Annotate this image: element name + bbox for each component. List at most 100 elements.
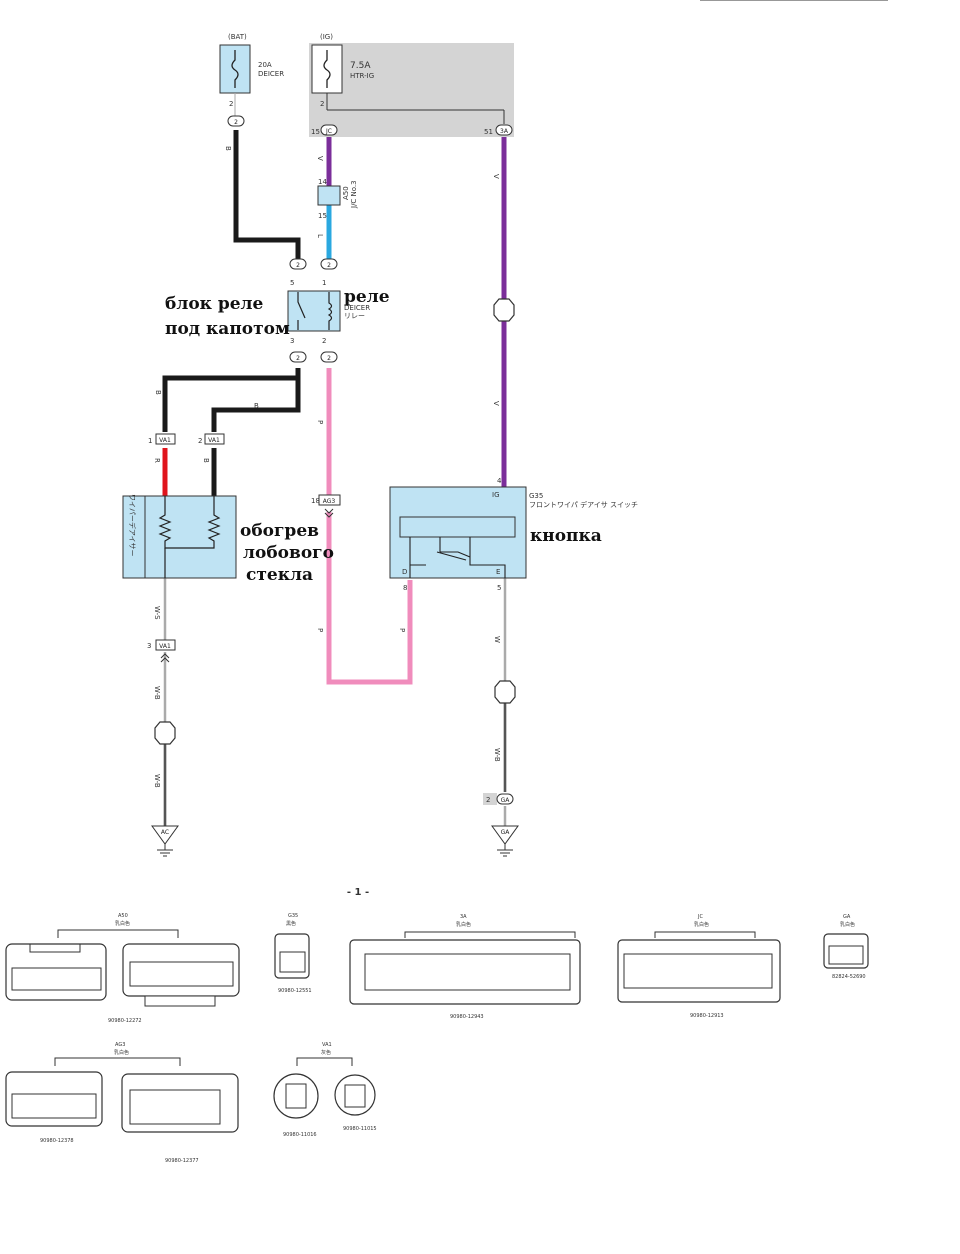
- connector-view-3a: 3A 乳白色 90980-12943: [349, 914, 581, 1020]
- splice-violet: [493, 298, 515, 322]
- svg-text:90980-11015: 90980-11015: [343, 1126, 377, 1132]
- switch-e-terminal: E: [496, 568, 500, 576]
- fuse1-symbol: [231, 50, 239, 88]
- a50-name: J/C No.3: [350, 180, 358, 209]
- svg-text:90980-12378: 90980-12378: [40, 1138, 74, 1144]
- g35-pin-d: 8: [403, 584, 407, 592]
- svg-text:JC: JC: [697, 914, 703, 920]
- connector-view-g35: G35 黒色 90980-12551: [274, 913, 312, 994]
- splice-right: [494, 680, 516, 704]
- conn-va1-c: VA1: [159, 643, 171, 650]
- jc-pin: 15: [311, 128, 320, 136]
- relay-block-ru-line2: под капотом: [165, 319, 290, 339]
- conn-2-relay-b: 2: [327, 262, 331, 269]
- heater-ru-line2: лобового: [243, 543, 334, 563]
- svg-text:90980-12913: 90980-12913: [690, 1013, 724, 1019]
- fuse1-name: DEICER: [258, 70, 284, 78]
- wire-label-wb3: W-B: [493, 748, 501, 762]
- wire-label-p2: P: [316, 628, 324, 632]
- fuse1-rating: 20A: [258, 61, 272, 69]
- svg-text:乳白色: 乳白色: [694, 921, 709, 928]
- svg-text:乳白色: 乳白色: [456, 921, 471, 928]
- wire-label-b1: B: [224, 146, 232, 151]
- conn-3a: 3A: [500, 128, 509, 135]
- deicer-relay: [287, 290, 341, 332]
- switch-ig-terminal: IG: [492, 491, 500, 499]
- wire-label-r: R: [153, 458, 161, 463]
- a50-pin-top: 14: [318, 178, 327, 186]
- svg-text:乳白色: 乳白色: [114, 1049, 129, 1056]
- svg-text:90980-11016: 90980-11016: [283, 1132, 317, 1138]
- connector-view-ag3: AG3 乳白色 90980-12378 90980-12377: [5, 1042, 239, 1164]
- wire-black-fuse-to-relay: [233, 130, 301, 262]
- g35-pin-ig: 4: [497, 477, 502, 485]
- g35-pin-e: 5: [497, 584, 501, 592]
- a50-pin-bot: 15: [318, 212, 327, 220]
- relay-pin3: 3: [290, 337, 294, 345]
- svg-text:GA: GA: [843, 914, 851, 920]
- svg-text:灰色: 灰色: [321, 1049, 331, 1056]
- svg-text:A50: A50: [118, 913, 128, 919]
- ground-ac-label: AC: [161, 829, 169, 836]
- connector-view-jc: JC 乳白色 90980-12913: [617, 914, 781, 1019]
- wire-label-l: L: [316, 234, 324, 238]
- wire-label-b3: B: [254, 402, 259, 410]
- relay-ru-label: реле: [344, 287, 390, 307]
- va1-pin2: 2: [198, 437, 202, 445]
- relay-pin2: 2: [322, 337, 326, 345]
- switch-d-terminal: D: [402, 568, 407, 576]
- svg-text:VA1: VA1: [322, 1042, 332, 1048]
- switch-jp: フロントワイパ デアイサ スイッチ: [529, 500, 638, 509]
- svg-text:黒色: 黒色: [286, 920, 296, 927]
- ground-ga-label: GA: [501, 829, 511, 836]
- wire-black-relay-va1-2: [211, 368, 301, 432]
- a50-junction: [317, 185, 341, 206]
- svg-text:90980-12377: 90980-12377: [165, 1158, 199, 1164]
- relay-jp: リレー: [344, 312, 365, 320]
- conn-jc: JC: [325, 128, 332, 135]
- conn-2-relay-c: 2: [296, 355, 300, 362]
- ga-pin: 2: [486, 796, 490, 804]
- heater-ru-line1: обогрев: [240, 521, 319, 541]
- fuse2-name: HTR-IG: [350, 72, 374, 80]
- wire-black-relay-va1-1: [162, 368, 301, 432]
- ig-fuse-block: [309, 43, 514, 137]
- conn-va1-a: VA1: [159, 437, 171, 444]
- connector-view-va1: VA1 灰色 90980-11016 90980-11015: [273, 1042, 377, 1138]
- a50-id: A50: [342, 186, 350, 200]
- wire-label-b4: B: [202, 458, 210, 463]
- wire-label-w: W: [493, 636, 501, 643]
- windshield-deicer: [122, 495, 237, 579]
- va1-pin3: 3: [147, 642, 151, 650]
- conn-2-fuse1: 2: [234, 119, 238, 126]
- conn-ga: GA: [501, 797, 511, 804]
- wire-label-b2: B: [154, 390, 162, 395]
- ig-label: (IG): [320, 33, 333, 41]
- ground-ga: [491, 825, 519, 845]
- switch-id: G35: [529, 492, 543, 500]
- wire-label-wb2: W-B: [153, 774, 161, 788]
- conn-ag3: AG3: [323, 498, 336, 505]
- fuse2-rating: 7.5A: [350, 61, 371, 71]
- relay-pin1: 1: [322, 279, 326, 287]
- switch-ru-label: кнопка: [530, 526, 602, 546]
- page-number: - 1 -: [347, 887, 369, 898]
- svg-text:82824-52690: 82824-52690: [832, 974, 866, 980]
- conn-va1-b: VA1: [208, 437, 220, 444]
- conn-2-relay-d: 2: [327, 355, 331, 362]
- relay-pin5: 5: [290, 279, 294, 287]
- relay-name: DEICER: [344, 304, 370, 312]
- wire-pink: [326, 368, 413, 685]
- ja-pin: 51: [484, 128, 493, 136]
- svg-text:G35: G35: [288, 913, 298, 919]
- bat-label: (BAT): [228, 33, 247, 41]
- svg-text:90980-12943: 90980-12943: [450, 1014, 484, 1020]
- wire-label-ws: W-S: [153, 606, 161, 620]
- svg-text:乳白色: 乳白色: [115, 920, 130, 927]
- conn-2-relay-a: 2: [296, 262, 300, 269]
- relay-block-ru-line1: блок реле: [165, 294, 264, 314]
- splice-left: [154, 721, 176, 745]
- va1-pin1: 1: [148, 437, 152, 445]
- svg-text:90980-12551: 90980-12551: [278, 988, 312, 994]
